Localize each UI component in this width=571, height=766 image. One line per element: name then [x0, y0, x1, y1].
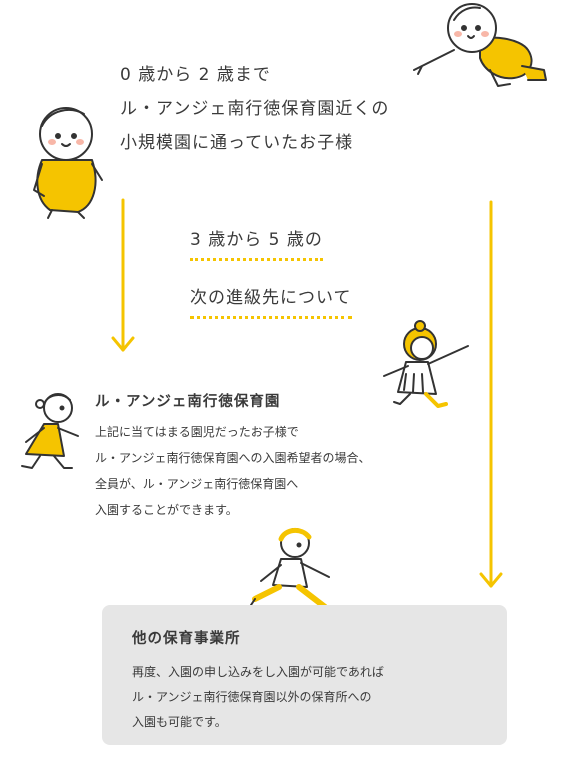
next-stage-title: 3 歳から 5 歳の 次の進級先について [190, 225, 352, 319]
section-lange-heading: ル・アンジェ南行徳保育園 [95, 394, 281, 410]
section-lange-line-1: 上記に当てはまる園児だったお子様で [95, 425, 299, 439]
intro-line-2: ル・アンジェ南行徳保育園近くの [120, 99, 390, 119]
section-other-heading: 他の保育事業所 [132, 631, 241, 647]
arrow-down-left-icon [111, 198, 135, 352]
intro-line-1: 0 歳から 2 歳まで [120, 65, 271, 85]
arrow-down-right-icon [479, 200, 503, 588]
section-other-line-2: ル・アンジェ南行徳保育園以外の保育所への [132, 690, 372, 704]
title-line-1: 3 歳から 5 歳の [190, 225, 323, 261]
running-child-illustration [250, 528, 334, 610]
section-lange-line-3: 全員が、ル・アンジェ南行徳保育園へ [95, 477, 299, 491]
intro-text: 0 歳から 2 歳まで ル・アンジェ南行徳保育園近くの 小規模園に通っていたお子… [120, 58, 500, 160]
intro-line-3: 小規模園に通っていたお子様 [120, 133, 354, 153]
sitting-baby-illustration [33, 107, 103, 219]
crawling-baby-illustration [413, 3, 547, 87]
section-other-line-1: 再度、入園の申し込みをし入園が可能であれば [132, 665, 384, 679]
running-girl-illustration [21, 393, 79, 469]
title-line-2: 次の進級先について [190, 283, 352, 319]
section-lange-line-2: ル・アンジェ南行徳保育園への入園希望者の場合、 [95, 451, 371, 465]
pointing-girl-illustration [383, 320, 469, 408]
section-other-facilities: 他の保育事業所 再度、入園の申し込みをし入園が可能であれば ル・アンジェ南行徳保… [102, 605, 507, 745]
section-lange-line-4: 入園することができます。 [95, 503, 238, 517]
section-lange-hoikuen: ル・アンジェ南行徳保育園 上記に当てはまる園児だったお子様で ル・アンジェ南行徳… [95, 390, 485, 523]
section-other-line-3: 入園も可能です。 [132, 715, 227, 729]
